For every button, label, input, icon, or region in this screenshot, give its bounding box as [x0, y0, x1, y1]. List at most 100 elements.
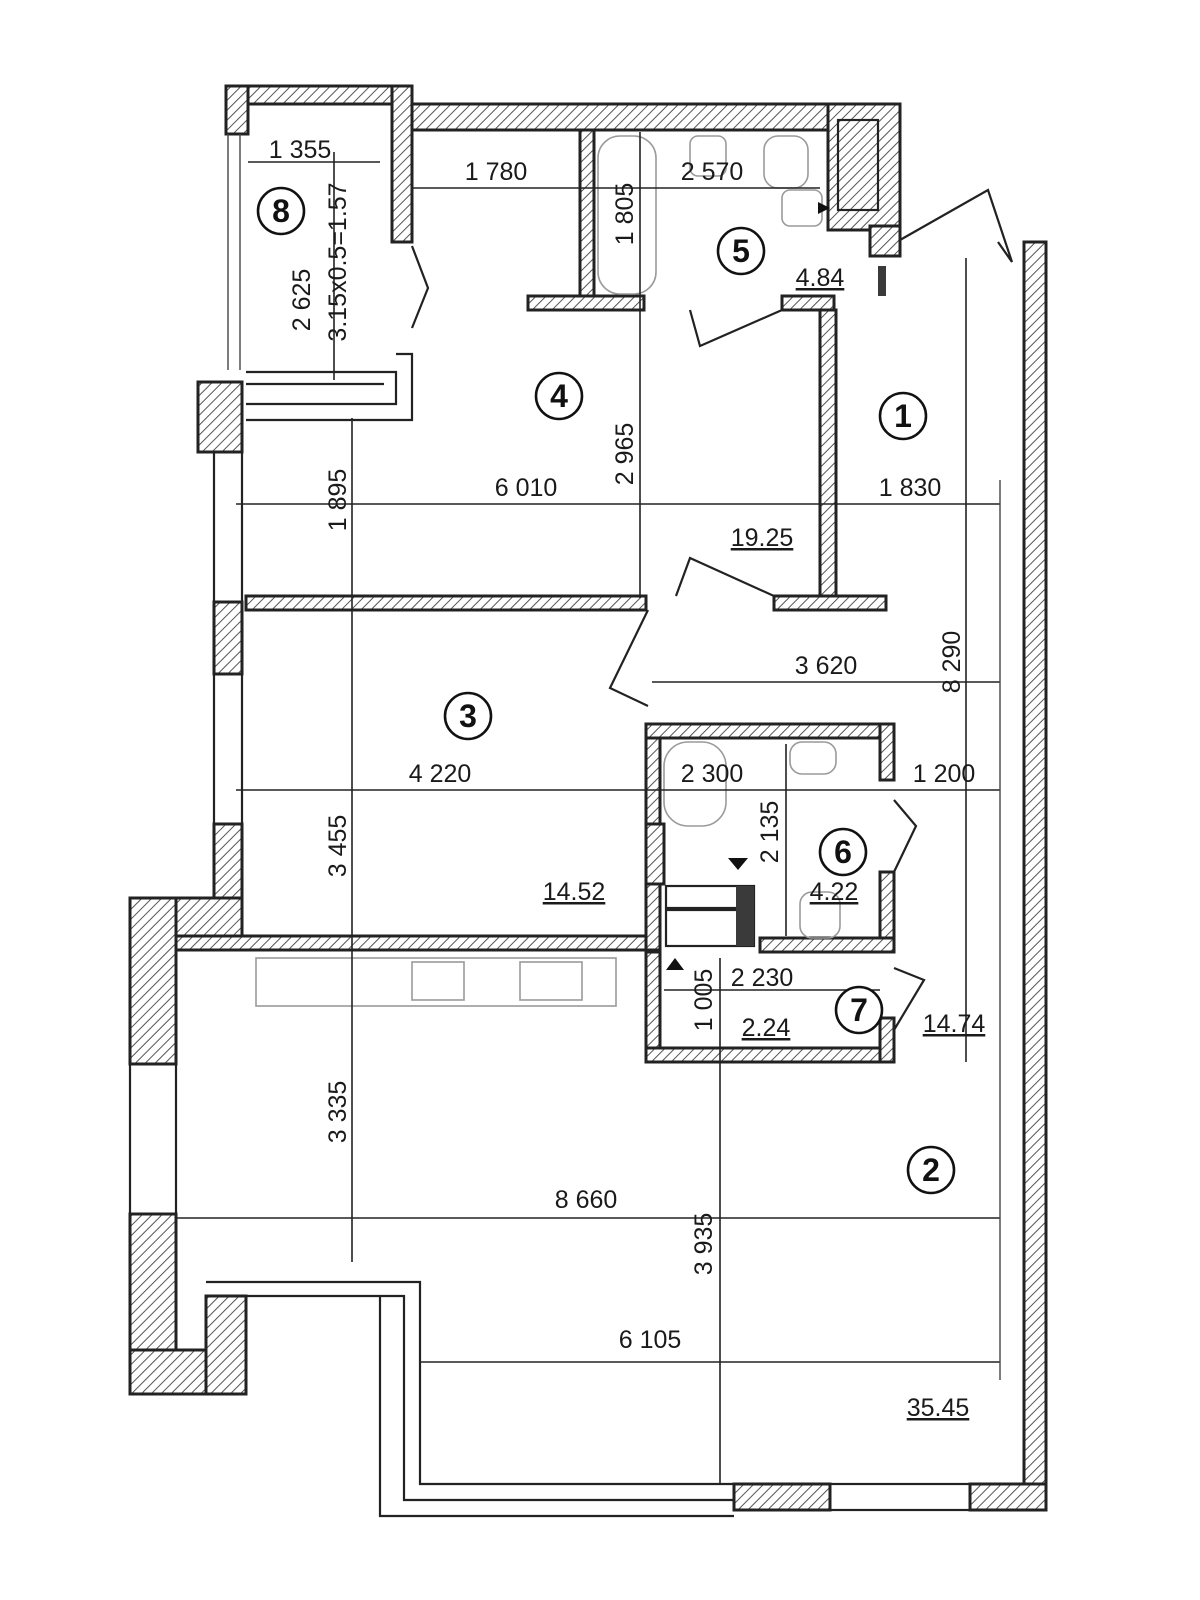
toilet-6 — [799, 891, 841, 939]
wall-bath6-bottom — [758, 936, 896, 954]
room-number-3: 3 — [459, 698, 477, 734]
dim-6010: 6 010 — [495, 474, 558, 502]
kitchen-stove — [411, 961, 465, 1001]
wall-bath5-bottom-left — [526, 294, 646, 312]
wall-bottom-pier-2 — [968, 1482, 1048, 1512]
wall-shaft-top — [826, 102, 902, 232]
door-wc7 — [893, 966, 926, 1031]
room-marker-4: 4 — [534, 371, 584, 421]
wall-room1-bottom — [772, 594, 888, 612]
sink-5 — [689, 135, 727, 177]
area-corridor: 14.74 — [923, 1010, 986, 1038]
room-number-8: 8 — [272, 193, 290, 229]
room-markers: 8 5 4 1 3 6 7 2 — [256, 186, 956, 1195]
dim-2300: 2 300 — [681, 760, 744, 788]
interior-walls — [174, 118, 896, 1064]
dim-1200: 1 200 — [913, 760, 976, 788]
wall-left-pier-4 — [128, 896, 178, 1066]
wall-bath5-bottom-right — [780, 294, 836, 312]
riser-marker-2 — [666, 958, 684, 970]
room-number-4: 4 — [550, 378, 568, 414]
room-marker-7: 7 — [834, 985, 884, 1035]
room-marker-6: 6 — [818, 827, 868, 877]
wall-left-pier-1 — [196, 380, 244, 454]
area-room-7: 2.24 — [742, 1014, 791, 1042]
door-room4 — [674, 556, 775, 598]
wall-wc7-left — [644, 950, 662, 1064]
dim-1355: 1 355 — [269, 136, 332, 164]
room-number-2: 2 — [922, 1152, 940, 1188]
room-number-7: 7 — [850, 992, 868, 1028]
room-marker-1: 1 — [878, 391, 928, 441]
dim-3620: 3 620 — [795, 652, 858, 680]
riser-marker-1 — [728, 858, 748, 870]
room-marker-3: 3 — [443, 691, 493, 741]
toilet-5 — [763, 135, 809, 189]
room-marker-5: 5 — [716, 226, 766, 276]
door-entrance — [899, 188, 1014, 263]
vent-shaft-top — [836, 118, 880, 212]
exterior-walls — [128, 84, 1048, 1512]
wall-top-left — [226, 84, 414, 106]
door-bath6 — [893, 799, 918, 873]
dimension-lines — [176, 132, 1001, 1484]
wall-room8-corner — [224, 84, 250, 136]
wall-room8-right — [390, 84, 414, 244]
wall-room3-bottom — [174, 934, 654, 952]
wall-bottom-pier-1 — [732, 1482, 832, 1512]
dim-4220: 4 220 — [409, 760, 472, 788]
sink-5b — [781, 189, 823, 227]
bathtub-5 — [597, 135, 657, 295]
area-labels: 3.15x0.5=1.57 4.84 19.25 14.52 4.22 2.24… — [324, 182, 985, 1422]
door-room3 — [608, 609, 649, 707]
dim-2965: 2 965 — [611, 423, 639, 486]
kitchen-counter — [255, 957, 617, 1007]
door-room8 — [410, 245, 430, 329]
kitchen-sink — [519, 961, 583, 1001]
dim-1830: 1 830 — [879, 474, 942, 502]
dim-2625: 2 625 — [288, 269, 316, 332]
dim-8290: 8 290 — [938, 631, 966, 694]
dim-2135: 2 135 — [756, 801, 784, 864]
wall-wc7-bottom — [644, 1046, 896, 1064]
sink-6 — [789, 741, 837, 775]
wall-bath6-top — [644, 722, 896, 740]
room-number-5: 5 — [732, 233, 750, 269]
dim-3455: 3 455 — [324, 815, 352, 878]
area-room-6: 4.22 — [810, 878, 859, 906]
doors — [410, 188, 1014, 1031]
room-marker-2: 2 — [906, 1145, 956, 1195]
dim-6105: 6 105 — [619, 1326, 682, 1354]
area-room-3: 14.52 — [543, 878, 606, 906]
bathtub-6 — [663, 741, 727, 827]
dim-1895: 1 895 — [324, 469, 352, 532]
dim-8660: 8 660 — [555, 1186, 618, 1214]
window-left-2 — [212, 672, 244, 826]
room-number-6: 6 — [834, 834, 852, 870]
dim-2570: 2 570 — [681, 158, 744, 186]
balconies — [206, 352, 734, 1518]
door-bath5 — [688, 308, 783, 348]
wall-bottom-left-pier — [204, 1294, 248, 1396]
balcony-bottom — [246, 1294, 734, 1502]
dim-3935: 3 935 — [690, 1213, 718, 1276]
wall-shaft-corner — [868, 224, 902, 258]
area-room-4: 19.25 — [731, 524, 794, 552]
room-number-1: 1 — [894, 398, 912, 434]
balcony-room8-sill — [246, 370, 398, 406]
dim-1805: 1 805 — [611, 183, 639, 246]
dim-1005: 1 005 — [690, 969, 718, 1032]
wall-bath5-left — [578, 128, 596, 308]
wall-room1-left — [818, 308, 838, 598]
room-marker-8: 8 — [256, 186, 306, 236]
dim-3335: 3 335 — [324, 1081, 352, 1144]
window-left-1 — [212, 450, 244, 604]
wall-wc7-right — [878, 1016, 896, 1064]
wall-top — [410, 102, 832, 132]
area-room-5: 4.84 — [796, 264, 845, 292]
area-room-2: 35.45 — [907, 1394, 970, 1422]
dim-2230: 2 230 — [731, 964, 794, 992]
wall-right — [1022, 240, 1048, 1506]
dimension-labels: 1 355 2 625 1 780 1 805 2 570 2 965 6 01… — [269, 136, 976, 1354]
dim-1780: 1 780 — [465, 158, 528, 186]
